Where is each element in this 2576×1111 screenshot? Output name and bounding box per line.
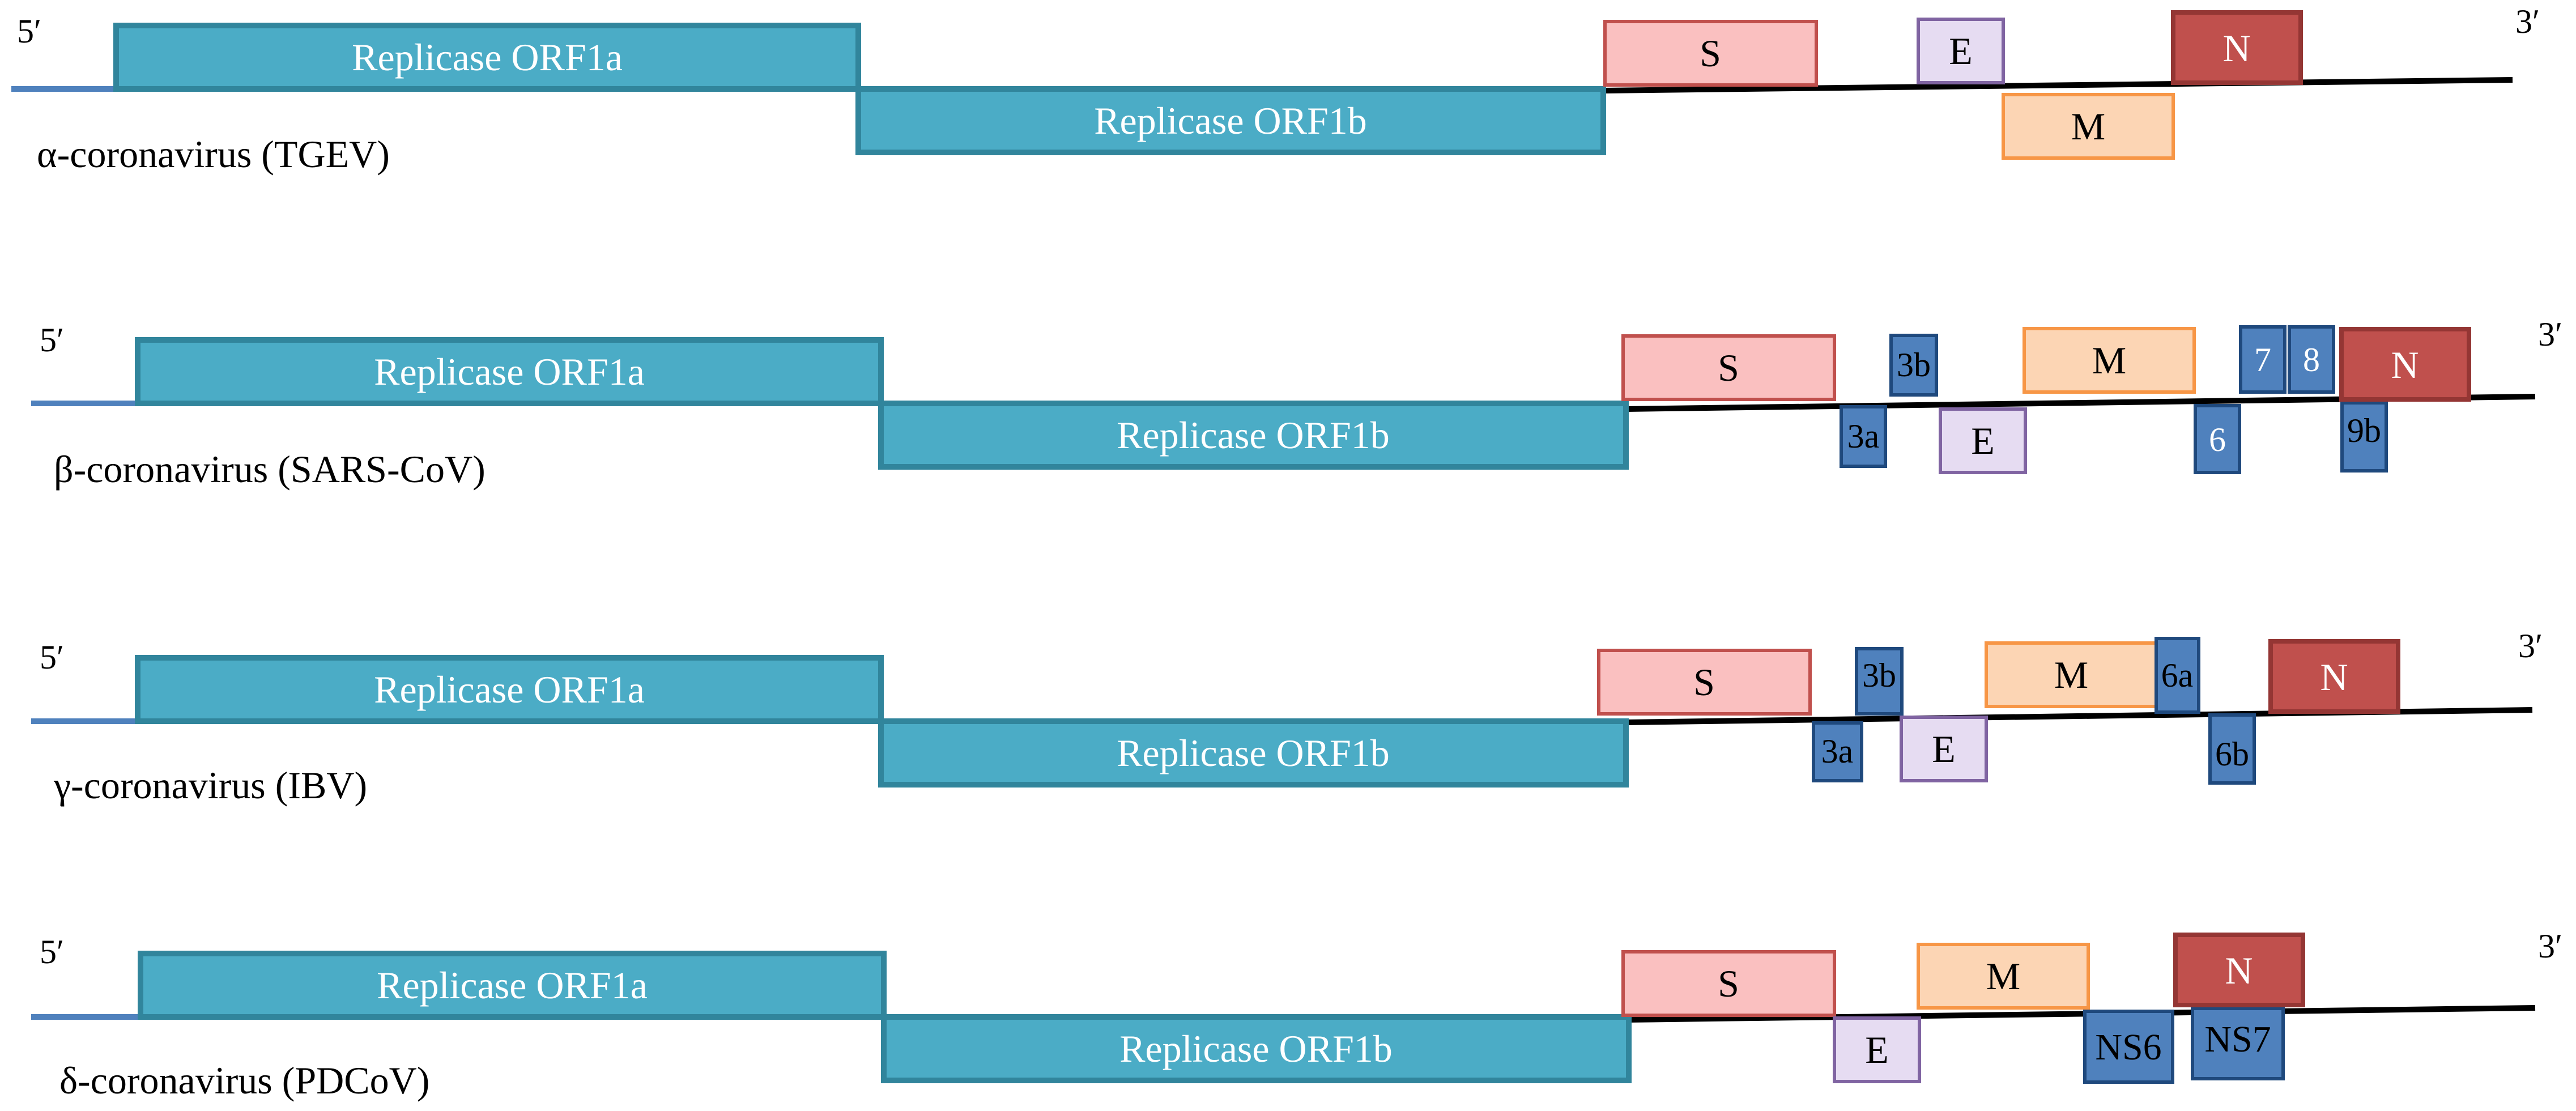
gene-label: S [1700, 32, 1721, 75]
gene-replicase-orf1b: Replicase ORF1b [878, 401, 1629, 470]
three-prime-label: 3′ [2538, 927, 2562, 965]
gene-label: M [2071, 105, 2105, 148]
gene-n: N [2268, 639, 2400, 714]
genome-line [1603, 77, 2513, 93]
gene-e: E [1939, 407, 2027, 474]
gene-s: S [1597, 649, 1812, 716]
gene-label: S [1718, 962, 1739, 1005]
gene-m: M [1985, 641, 2158, 708]
gene-ns6: NS6 [2083, 1010, 2174, 1084]
gene-ns7: NS7 [2191, 1007, 2285, 1080]
gene-label: M [2092, 339, 2126, 382]
three-prime-label: 3′ [2538, 316, 2562, 353]
gene-orf3b: 3b [1889, 334, 1938, 397]
gene-label: M [2054, 653, 2088, 696]
gene-label: S [1718, 346, 1739, 389]
gene-label: E [1865, 1028, 1889, 1071]
gene-replicase-orf1a: Replicase ORF1a [135, 337, 884, 406]
virus-label: α-coronavirus (TGEV) [37, 133, 390, 176]
gene-e: E [1900, 716, 1988, 782]
gene-label: Replicase ORF1b [1119, 1027, 1393, 1070]
gene-label: E [1949, 29, 1973, 73]
virus-label: β-coronavirus (SARS-CoV) [54, 448, 486, 491]
gene-m: M [1917, 943, 2090, 1010]
gene-label: 3b [1897, 346, 1931, 384]
gene-label: N [2391, 343, 2419, 386]
gene-orf6a: 6a [2155, 637, 2200, 714]
gene-replicase-orf1b: Replicase ORF1b [855, 86, 1606, 155]
gene-label: 7 [2254, 341, 2271, 378]
gene-label: NS7 [2204, 1019, 2271, 1060]
gene-label: M [1986, 955, 2020, 998]
gene-label: Replicase ORF1b [1094, 99, 1367, 142]
gene-orf3a: 3a [1840, 405, 1887, 468]
genome-line [1625, 1005, 2536, 1023]
gene-s: S [1621, 334, 1836, 401]
gene-s: S [1603, 20, 1818, 87]
five-prime-label: 5′ [40, 638, 64, 676]
gene-label: 3b [1862, 657, 1896, 694]
gene-label: NS6 [2095, 1027, 2161, 1068]
gene-replicase-orf1b: Replicase ORF1b [878, 718, 1629, 788]
gene-n: N [2339, 327, 2471, 402]
gene-s: S [1621, 950, 1836, 1017]
gene-label: 6b [2215, 735, 2249, 773]
gene-replicase-orf1a: Replicase ORF1a [135, 655, 884, 724]
gene-m: M [2002, 93, 2175, 160]
genome-row-beta: 5′ 3′ Replicase ORF1a Replicase ORF1b S … [31, 316, 2562, 491]
gene-label: 3a [1821, 733, 1854, 770]
gene-replicase-orf1a: Replicase ORF1a [113, 23, 861, 92]
gene-replicase-orf1b: Replicase ORF1b [881, 1014, 1632, 1083]
gene-label: E [1932, 727, 1956, 771]
gene-e: E [1917, 18, 2005, 84]
gene-orf9b: 9b [2340, 401, 2388, 473]
gene-label: Replicase ORF1a [374, 350, 645, 393]
virus-label: γ-coronavirus (IBV) [53, 764, 367, 807]
genome-row-gamma: 5′ 3′ Replicase ORF1a Replicase ORF1b S … [31, 627, 2543, 807]
gene-label: 6 [2209, 421, 2226, 458]
five-prime-label: 5′ [17, 12, 41, 50]
gene-label: Replicase ORF1a [352, 36, 623, 79]
virus-label: δ-coronavirus (PDCoV) [59, 1059, 429, 1102]
gene-label: 6a [2161, 657, 2194, 694]
gene-replicase-orf1a: Replicase ORF1a [138, 951, 887, 1020]
gene-label: 9b [2347, 412, 2381, 449]
gene-label: 8 [2303, 341, 2320, 378]
gene-label: N [2225, 949, 2253, 992]
three-prime-label: 3′ [2515, 3, 2540, 40]
gene-e: E [1833, 1016, 1921, 1083]
gene-orf6b: 6b [2208, 713, 2256, 785]
genome-row-delta: 5′ 3′ Replicase ORF1a Replicase ORF1b S … [31, 927, 2562, 1102]
gene-n: N [2173, 933, 2305, 1007]
gene-orf3b: 3b [1855, 647, 1904, 716]
gene-n: N [2171, 10, 2303, 85]
gene-label: N [2222, 27, 2250, 70]
five-prime-label: 5′ [40, 933, 64, 970]
genome-row-alpha: 5′ 3′ Replicase ORF1a Replicase ORF1b S … [11, 3, 2540, 176]
five-prime-label: 5′ [40, 321, 64, 359]
gene-label: S [1693, 661, 1715, 704]
gene-label: Replicase ORF1a [374, 668, 645, 711]
three-prime-label: 3′ [2518, 627, 2543, 665]
gene-label: 3a [1847, 418, 1880, 455]
gene-label: E [1971, 419, 1995, 462]
gene-m: M [2023, 327, 2196, 394]
gene-label: Replicase ORF1b [1117, 414, 1390, 457]
gene-orf8: 8 [2288, 325, 2335, 394]
gene-orf7: 7 [2239, 325, 2287, 394]
gene-orf6: 6 [2194, 404, 2241, 474]
gene-orf3a: 3a [1812, 721, 1863, 782]
gene-label: Replicase ORF1a [377, 964, 648, 1007]
gene-label: Replicase ORF1b [1117, 731, 1390, 774]
gene-label: N [2320, 655, 2348, 699]
